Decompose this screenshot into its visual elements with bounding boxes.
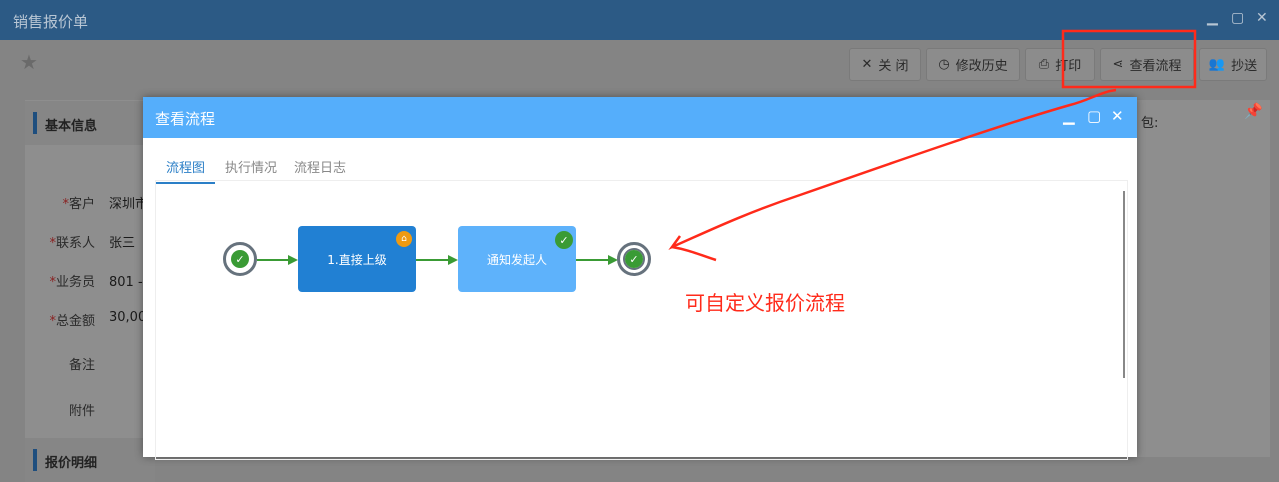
star-icon[interactable]: ★ xyxy=(20,50,38,74)
flow-edge xyxy=(416,259,451,261)
section-basic-info: 基本信息 xyxy=(25,101,155,145)
label-attachment: 附件 xyxy=(68,404,95,419)
right-label: 包: xyxy=(1141,116,1159,131)
tab-flow-chart[interactable]: 流程图 xyxy=(156,157,216,184)
window-title: 销售报价单 xyxy=(13,13,89,31)
pin-icon[interactable]: 📌 xyxy=(1244,102,1263,120)
check-icon: ✓ xyxy=(625,250,643,268)
tab-execution[interactable]: 执行情况 xyxy=(225,161,278,176)
check-icon: ✓ xyxy=(231,250,249,268)
highlight-box xyxy=(1061,29,1197,89)
clock-icon: ◷ xyxy=(938,57,950,72)
history-button[interactable]: ◷修改历史 xyxy=(926,48,1020,81)
annotation-arrow xyxy=(668,88,1117,262)
start-node[interactable]: ✓ xyxy=(223,242,257,276)
arrow-icon xyxy=(288,255,298,265)
view-flow-dialog: 查看流程 ▁ ▢ ✕ 流程图 执行情况 流程日志 ✓ 1.直接上级 ⌂ 通知发起… xyxy=(143,97,1137,460)
label-customer: *客户 xyxy=(62,197,95,212)
close-button[interactable]: ✕关 闭 xyxy=(849,48,921,81)
dialog-header: 查看流程 xyxy=(143,97,1137,138)
end-node[interactable]: ✓ xyxy=(617,242,651,276)
users-icon: 👥 xyxy=(1208,57,1226,72)
minimize-icon[interactable]: ▁ xyxy=(1207,10,1218,26)
flow-edge xyxy=(576,259,611,261)
window-title-bar: 销售报价单 xyxy=(0,0,1279,40)
dialog-close-icon[interactable]: ✕ xyxy=(1111,107,1124,125)
share-icon: ⋖ xyxy=(1112,57,1124,72)
flow-edge xyxy=(257,259,291,261)
scrollbar[interactable] xyxy=(1123,191,1125,378)
printer-icon: ⎙ xyxy=(1038,57,1050,72)
in-progress-icon: ⌂ xyxy=(396,231,412,247)
label-total: *总金额 xyxy=(49,314,95,329)
x-icon: ✕ xyxy=(861,57,873,72)
maximize-icon[interactable]: ▢ xyxy=(1231,10,1245,26)
dialog-title: 查看流程 xyxy=(155,110,216,128)
view-flow-button[interactable]: ⋖查看流程 xyxy=(1100,48,1194,81)
tab-flow-log[interactable]: 流程日志 xyxy=(294,161,347,176)
annotation-text: 可自定义报价流程 xyxy=(685,291,845,315)
dialog-minimize-icon[interactable]: ▁ xyxy=(1063,107,1075,125)
contact-field[interactable]: 张三 xyxy=(109,236,136,251)
label-remark: 备注 xyxy=(68,358,95,373)
arrow-icon xyxy=(448,255,458,265)
customer-field[interactable]: 深圳市 xyxy=(109,197,149,212)
done-check-icon: ✓ xyxy=(555,231,573,249)
dialog-maximize-icon[interactable]: ▢ xyxy=(1087,107,1102,125)
arrow-icon xyxy=(608,255,618,265)
cc-button[interactable]: 👥抄送 xyxy=(1199,48,1267,81)
close-icon[interactable]: ✕ xyxy=(1256,10,1268,26)
print-button[interactable]: ⎙打印 xyxy=(1025,48,1095,81)
red-annotation xyxy=(668,29,1197,262)
label-contact: *联系人 xyxy=(49,236,95,251)
label-salesperson: *业务员 xyxy=(49,275,95,290)
